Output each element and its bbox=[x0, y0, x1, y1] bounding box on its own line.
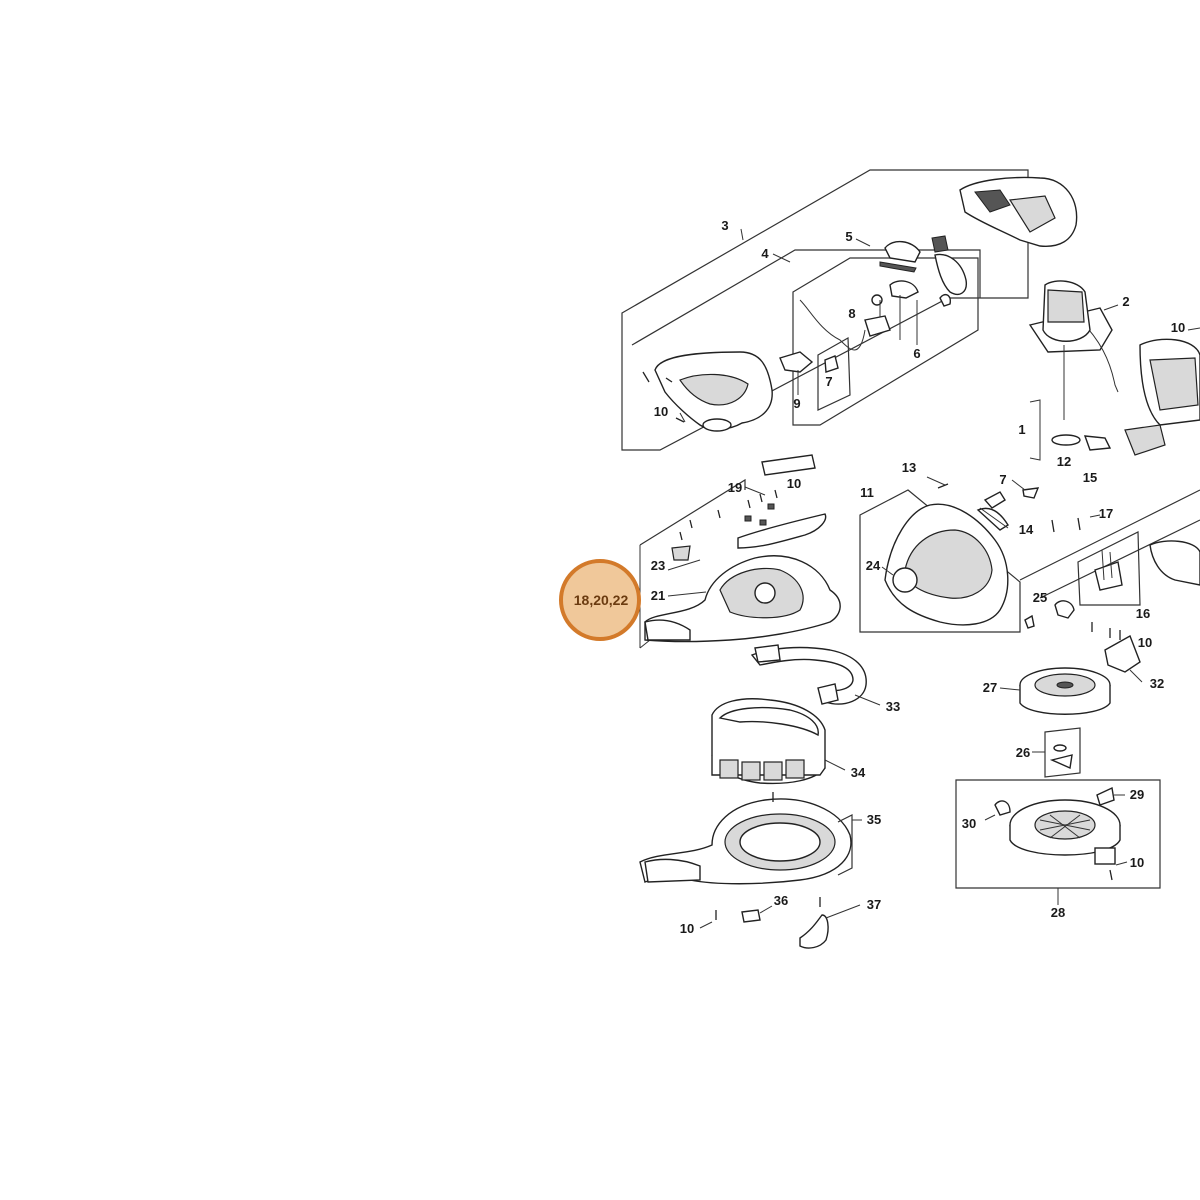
part-label: 7 bbox=[825, 374, 832, 389]
part-label: 11 bbox=[860, 485, 874, 500]
part-label: 10 bbox=[1130, 855, 1144, 870]
part-label: 17 bbox=[1099, 506, 1113, 521]
part-label: 26 bbox=[1016, 745, 1030, 760]
part-label: 13 bbox=[902, 460, 916, 475]
part-label: 14 bbox=[1019, 522, 1034, 537]
part-label: 35 bbox=[867, 812, 881, 827]
part-label: 10 bbox=[654, 404, 668, 419]
part-label: 5 bbox=[845, 229, 852, 244]
part-label: 10 bbox=[1171, 320, 1185, 335]
hotspot-marker[interactable]: 18,20,22 bbox=[559, 559, 641, 641]
clip-part bbox=[799, 914, 829, 949]
part-label: 37 bbox=[867, 897, 881, 912]
part-label: 9 bbox=[793, 396, 800, 411]
part-label: 25 bbox=[1033, 590, 1047, 605]
hotspot-circle[interactable] bbox=[559, 559, 641, 641]
part-label: 12 bbox=[1057, 454, 1071, 469]
part-label: 15 bbox=[1083, 470, 1097, 485]
part-label: 16 bbox=[1136, 606, 1150, 621]
part-label: 10 bbox=[680, 921, 694, 936]
fan-housing-group bbox=[859, 476, 1200, 683]
part-label: 36 bbox=[774, 893, 788, 908]
fan-and-guard-group bbox=[955, 667, 1161, 905]
part-labels: 3 4 5 2 10 8 6 7 9 10 1 12 15 13 7 11 19… bbox=[651, 218, 1185, 936]
part-label: 30 bbox=[962, 816, 976, 831]
part-label: 3 bbox=[721, 218, 728, 233]
part-label: 29 bbox=[1130, 787, 1144, 802]
part-label: 24 bbox=[866, 558, 881, 573]
part-label: 1 bbox=[1018, 422, 1025, 437]
part-label: 28 bbox=[1051, 905, 1065, 920]
part-label: 10 bbox=[787, 476, 801, 491]
motor-area bbox=[1019, 280, 1200, 599]
part-label: 32 bbox=[1150, 676, 1164, 691]
part-label: 34 bbox=[851, 765, 866, 780]
part-label: 23 bbox=[651, 558, 665, 573]
part-label: 10 bbox=[1138, 635, 1152, 650]
part-label: 6 bbox=[913, 346, 920, 361]
handle-assembly-group bbox=[621, 169, 1078, 451]
part-label: 33 bbox=[886, 699, 900, 714]
part-label: 7 bbox=[999, 472, 1006, 487]
part-label: 4 bbox=[761, 246, 769, 261]
part-label: 21 bbox=[651, 588, 665, 603]
hotspot-label[interactable]: 18,20,22 bbox=[574, 592, 629, 608]
blower-housing-group bbox=[639, 454, 881, 949]
part-label: 2 bbox=[1122, 294, 1129, 309]
part-label: 8 bbox=[848, 306, 855, 321]
part-label: 27 bbox=[983, 680, 997, 695]
part-label: 19 bbox=[728, 480, 742, 495]
